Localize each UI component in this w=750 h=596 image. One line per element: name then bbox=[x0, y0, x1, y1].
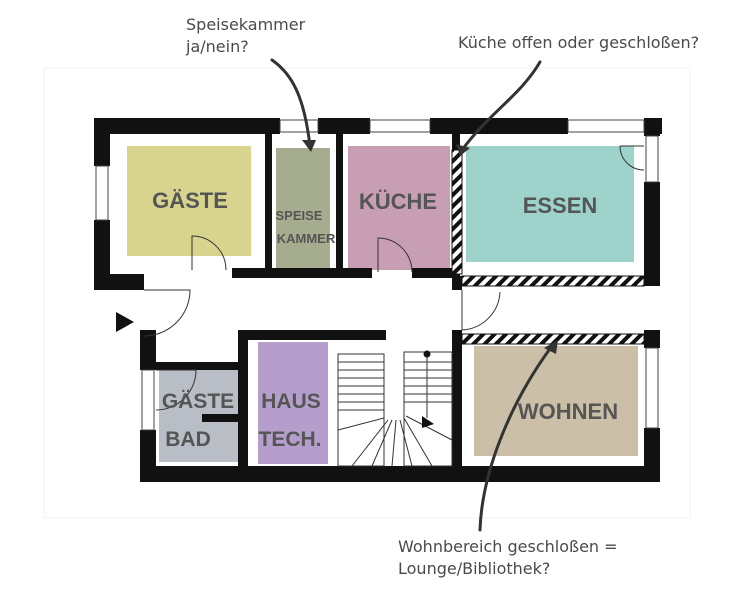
room-label-gaeste: GÄSTE bbox=[152, 188, 228, 213]
pantry-arrowhead-icon bbox=[302, 140, 316, 152]
page-frame bbox=[43, 67, 691, 519]
room-speisekammer-fill bbox=[276, 148, 330, 268]
stair-direction-arrow bbox=[422, 416, 434, 428]
room-label-haustech-line1: HAUS bbox=[261, 390, 321, 413]
walls bbox=[94, 118, 662, 482]
room-label-kueche: KÜCHE bbox=[359, 189, 437, 214]
pantry-arrow bbox=[270, 58, 312, 148]
pantry-annotation-line2: ja/nein? bbox=[186, 37, 249, 56]
hatched-wall-living bbox=[461, 333, 645, 345]
room-label-gaestebad-line2: BAD bbox=[165, 428, 211, 451]
living-arrow bbox=[478, 344, 554, 532]
room-kueche-fill bbox=[348, 146, 450, 270]
annotation-arrowheads bbox=[302, 140, 558, 354]
living-annotation-line1: Wohnbereich geschloßen = bbox=[398, 537, 618, 556]
pantry-annotation-line1: Speisekammer bbox=[186, 15, 306, 34]
pantry-annotation: Speisekammer ja/nein? bbox=[186, 14, 305, 58]
room-label-speisekammer-line1: SPEISE bbox=[276, 208, 323, 223]
living-arrowhead-icon bbox=[544, 340, 558, 354]
kitchen-arrowhead-icon bbox=[456, 144, 470, 156]
room-label-gaestebad-line1: GÄSTE bbox=[162, 390, 234, 413]
living-annotation: Wohnbereich geschloßen = Lounge/Biblioth… bbox=[398, 536, 618, 580]
hatched-wall-dining bbox=[461, 275, 645, 287]
doors bbox=[143, 145, 645, 411]
room-gaeste-fill bbox=[127, 146, 251, 256]
room-label-essen: ESSEN bbox=[523, 193, 598, 218]
room-label-speisekammer-line2: KAMMER bbox=[277, 231, 336, 246]
room-label-wohnen: WOHNEN bbox=[518, 399, 618, 424]
room-label-haustech-line2: TECH. bbox=[259, 428, 322, 451]
hatched-wall-kitchen bbox=[451, 149, 463, 275]
staircase bbox=[337, 351, 453, 467]
room-essen-fill bbox=[466, 146, 634, 262]
windows bbox=[95, 119, 659, 431]
stair-start-dot bbox=[423, 350, 431, 358]
kitchen-annotation: Küche offen oder geschloßen? bbox=[458, 33, 700, 52]
kitchen-arrow bbox=[460, 60, 542, 152]
annotation-arrows bbox=[270, 58, 554, 532]
entrance-arrow-icon bbox=[116, 312, 134, 332]
room-haustech-fill bbox=[258, 342, 328, 464]
living-annotation-line2: Lounge/Bibliothek? bbox=[398, 559, 551, 578]
